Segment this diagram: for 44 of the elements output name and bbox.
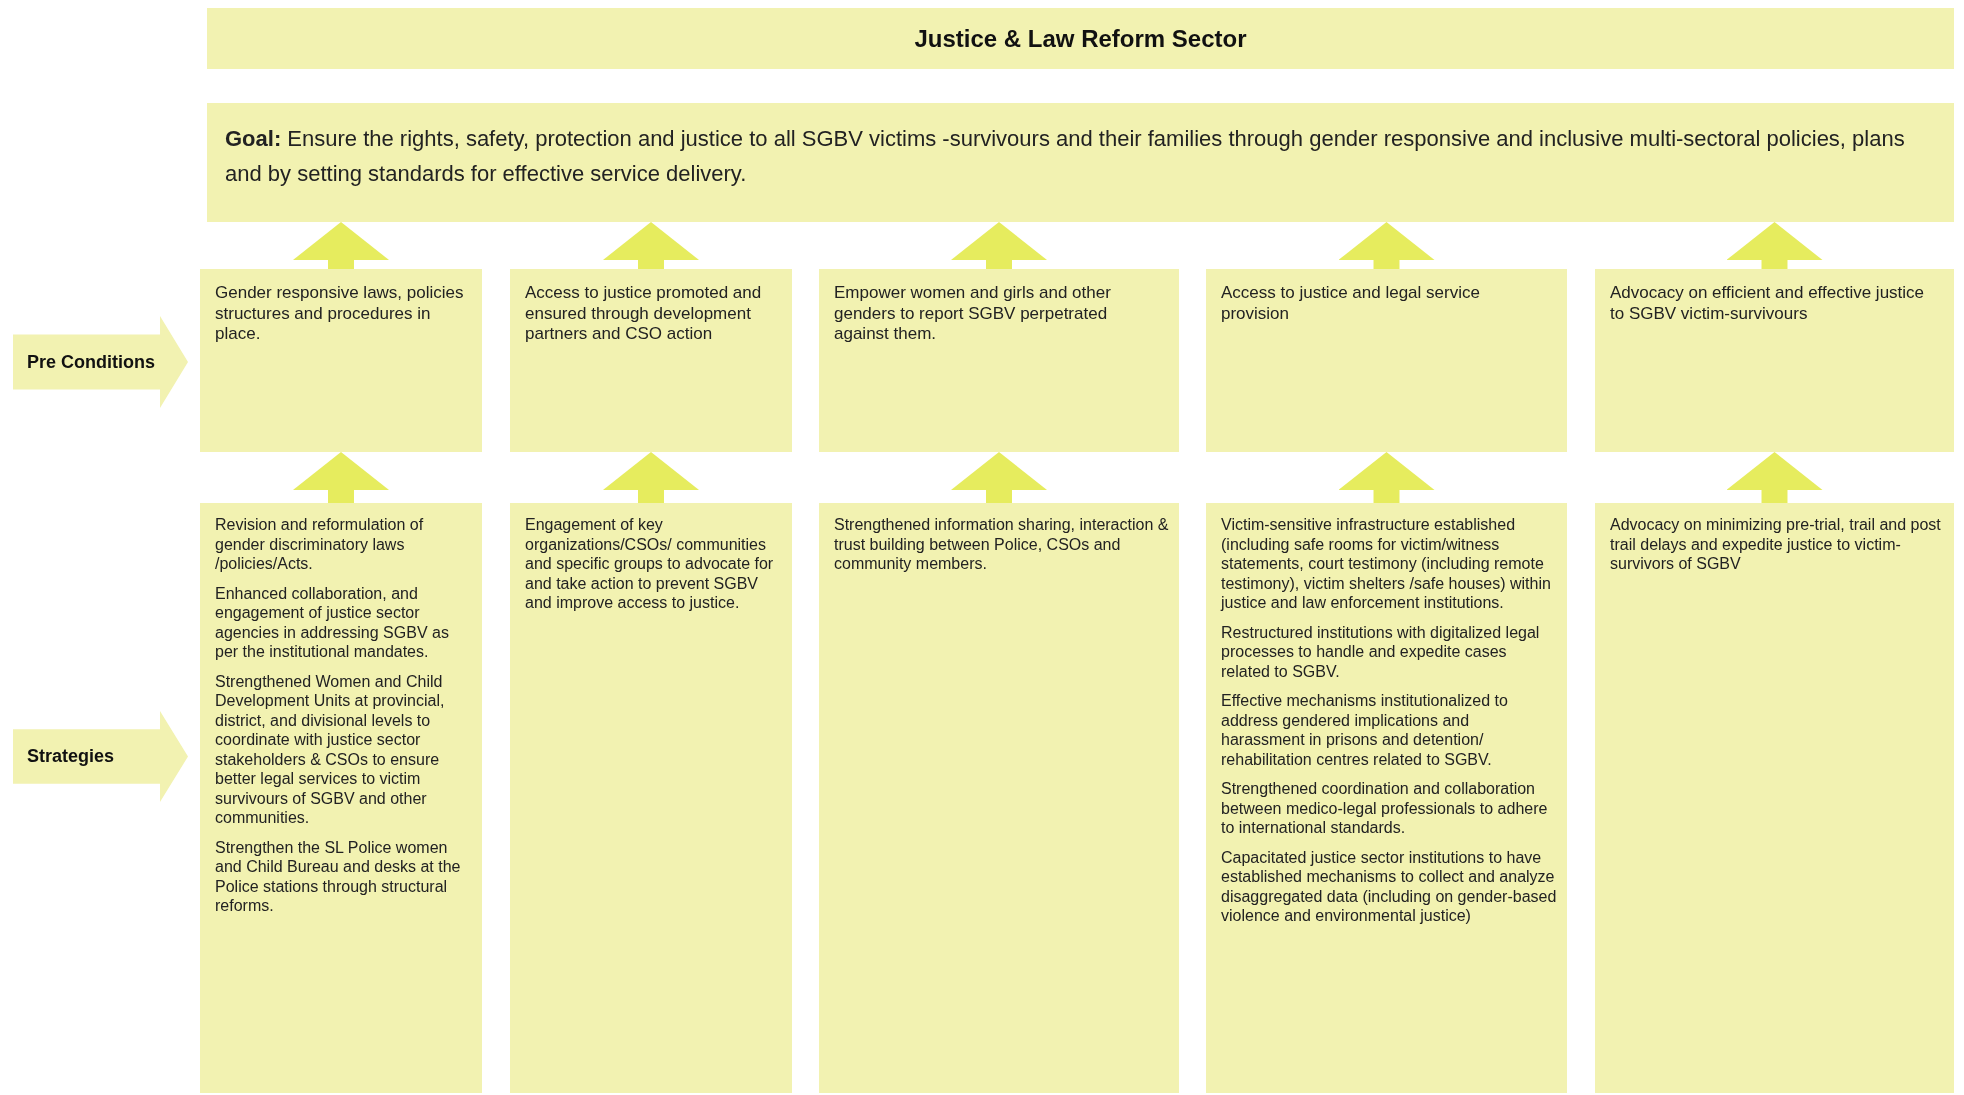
precondition-box <box>510 269 792 452</box>
block-arrow <box>603 222 699 269</box>
chevron-arrow-label <box>13 711 188 802</box>
body-text: Capacitated justice sector institutions to have established mechanisms to collect and analyze disaggregated data (including on gender-based violence and environmental justice) <box>1221 847 1557 926</box>
precondition-box <box>1206 269 1567 452</box>
body-text: Advocacy on minimizing pre-trial, trail and post trail delays and expedite justice to victim-survivors of SGBV <box>1610 515 1942 574</box>
body-text: Restructured institutions with digitalized legal processes to handle and expedite cases related to SGBV. <box>1221 622 1541 682</box>
body-text: Effective mechanisms institutionalized to address gendered implications and harassment in prisons and detention/ rehabilitation centres related to SGBV. <box>1221 691 1509 770</box>
body-text: Revision and reformulation of gender discriminatory laws /policies/Acts. <box>215 515 425 574</box>
block-arrow <box>1726 452 1823 503</box>
strategy-box <box>200 503 482 1093</box>
body-text: Engagement of key organizations/CSOs/ communities and specific groups to advocate for and take action to prevent SGBV and improve access to justice. <box>525 515 775 613</box>
strategy-box <box>819 503 1179 1093</box>
body-text: Enhanced collaboration, and engagement of justice sector agencies in addressing SGBV as per the institutional mandates. <box>215 583 450 662</box>
strategy-box <box>1206 503 1567 1093</box>
body-text: Strengthened Women and Child Development Units at provincial, district, and divisional levels to coordinate with justice sector stakeholders & CSOs to ensure better legal services to victim survivours of SGBV and other communities. <box>215 671 446 828</box>
goal-text: Goal: Ensure the rights, safety, protection and justice to all SGBV victims -survivours and their families through gender responsive and inclusive multi-sectoral policies, plans and by setting standards for effective service delivery. <box>225 125 1906 189</box>
row-label: Strategies <box>27 746 115 767</box>
precondition-box <box>819 269 1179 452</box>
body-text: Access to justice and legal service provision <box>1221 283 1481 325</box>
strategy-box <box>1595 503 1954 1093</box>
block-arrow <box>1338 452 1435 503</box>
body-text: Strengthened information sharing, interaction & trust building between Police, CSOs and community members. <box>834 515 1169 574</box>
body-text: Advocacy on efficient and effective justice to SGBV victim-survivours <box>1610 283 1926 325</box>
body-text: Strengthen the SL Police women and Child Bureau and desks at the Police stations through structural reforms. <box>215 837 462 916</box>
block-arrow <box>951 222 1047 269</box>
block-arrow <box>1338 222 1435 269</box>
strategy-box <box>510 503 792 1093</box>
block-arrow <box>1726 222 1823 269</box>
block-arrow <box>293 222 389 269</box>
body-text: Strengthened coordination and collaboration between medico-legal professionals to adhere to international standards. <box>1221 779 1549 838</box>
block-arrow <box>293 452 389 503</box>
title-bar: Justice & Law Reform Sector <box>207 8 1954 69</box>
goal-box <box>207 103 1954 222</box>
body-text: Victim-sensitive infrastructure established (including safe rooms for victim/witness statements, court testimony (including remote testimony), victim shelters /safe houses) within justice and law enforcement institutions. <box>1221 515 1552 613</box>
block-arrow <box>603 452 699 503</box>
precondition-box <box>200 269 482 452</box>
body-text: Access to justice promoted and ensured through development partners and CSO action <box>525 283 763 346</box>
precondition-box <box>1595 269 1954 452</box>
row-label: Pre Conditions <box>27 351 155 373</box>
body-text: Gender responsive laws, policies structures and procedures in place. <box>215 283 465 346</box>
block-arrow <box>951 452 1047 503</box>
chevron-arrow-label <box>13 316 188 408</box>
body-text: Empower women and girls and other genders to report SGBV perpetrated against them. <box>834 283 1112 346</box>
